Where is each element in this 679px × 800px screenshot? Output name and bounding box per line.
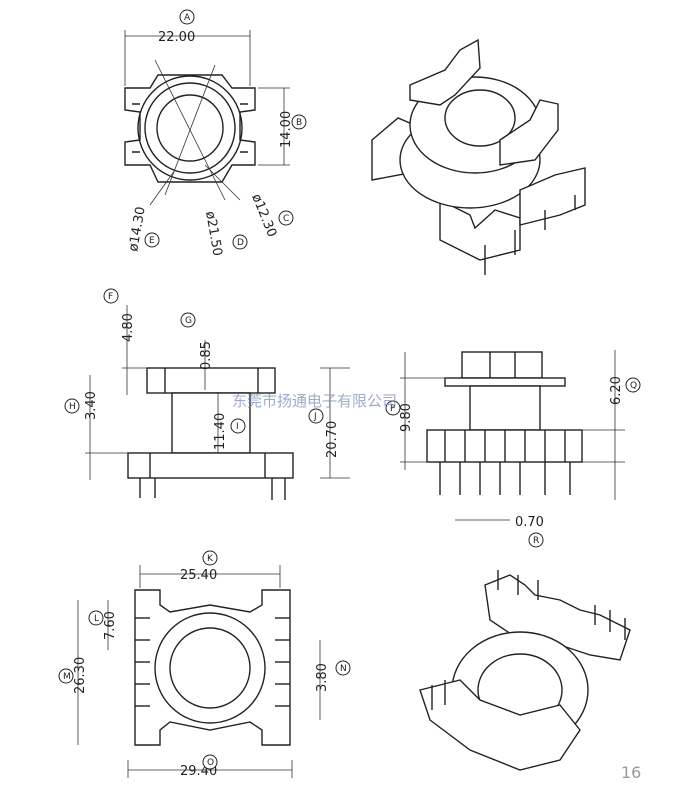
bubble-l-label: L	[94, 614, 99, 624]
bubble-l	[88, 610, 104, 626]
bubble-i-label: I	[236, 422, 239, 432]
bubble-r-label: R	[533, 536, 539, 546]
dim-7-60: 7.60	[103, 611, 118, 640]
dim-dia-21-50: ø21.50	[202, 210, 225, 257]
isometric-view-bottom	[419, 570, 631, 771]
bubble-j	[308, 408, 324, 424]
bubble-d-label: D	[237, 238, 244, 248]
dim-6-20: 6.20	[609, 376, 624, 405]
isometric-view-top	[371, 38, 586, 275]
bubble-n-label: N	[340, 664, 347, 674]
bubble-f	[103, 288, 119, 304]
dim-4-80: 4.80	[121, 313, 136, 342]
bubble-n	[335, 660, 351, 676]
bottom-view: 25.40 7.60 26.30 3.80 29.40 K L M N O	[58, 550, 351, 779]
dim-25-40: 25.40	[180, 568, 217, 583]
bubble-h-label: H	[69, 402, 76, 412]
watermark: 东莞市扬通电子有限公司	[232, 392, 397, 410]
bubble-m	[58, 668, 74, 684]
bubble-h	[64, 398, 80, 414]
bubble-a	[179, 9, 195, 25]
top-view: 22.00 14.00 ø14.30 ø21.50 ø12.30 A B C D…	[124, 9, 307, 257]
bubble-g-label: G	[185, 316, 192, 326]
bubble-c	[278, 210, 294, 226]
dim-11-40: 11.40	[213, 413, 228, 450]
bubble-b	[291, 114, 307, 130]
bubble-q	[625, 377, 641, 393]
bubble-b-label: B	[296, 118, 302, 128]
bubble-c-label: C	[283, 214, 289, 224]
dim-20-70: 20.70	[325, 421, 340, 458]
bubble-d	[232, 234, 248, 250]
bubble-e	[144, 232, 160, 248]
bubble-o-label: O	[207, 758, 214, 768]
dim-3-80: 3.80	[315, 663, 330, 692]
dim-14-00: 14.00	[279, 111, 294, 148]
bubble-a-label: A	[184, 13, 191, 23]
dim-dia-14-30: ø14.30	[126, 206, 149, 253]
dim-22-00: 22.00	[158, 30, 195, 45]
dim-9-80: 9.80	[399, 403, 414, 432]
page-number: 16	[621, 763, 641, 782]
bubble-k	[202, 550, 218, 566]
bubble-p-label: P	[390, 404, 396, 414]
bubble-j-label: J	[313, 412, 317, 422]
side-view: 9.80 6.20 0.70 P Q R	[385, 350, 641, 548]
bubble-p	[385, 400, 401, 416]
bubble-q-label: Q	[630, 381, 637, 391]
dim-dia-12-30: ø12.30	[248, 192, 279, 240]
dim-3-40: 3.40	[84, 391, 99, 420]
bubble-o	[202, 754, 218, 770]
bubble-i	[230, 418, 246, 434]
bubble-r	[528, 532, 544, 548]
front-view: 4.80 0.85 3.40 11.40 20.70 F G H I J	[64, 288, 350, 500]
dim-0-85: 0.85	[199, 341, 214, 370]
bubble-g	[180, 312, 196, 328]
bubble-k-label: K	[207, 554, 214, 564]
dim-0-70: 0.70	[515, 515, 544, 530]
bubble-f-label: F	[108, 292, 113, 302]
bubble-m-label: M	[63, 672, 71, 682]
dim-26-30: 26.30	[73, 657, 88, 694]
bubble-e-label: E	[149, 236, 155, 246]
